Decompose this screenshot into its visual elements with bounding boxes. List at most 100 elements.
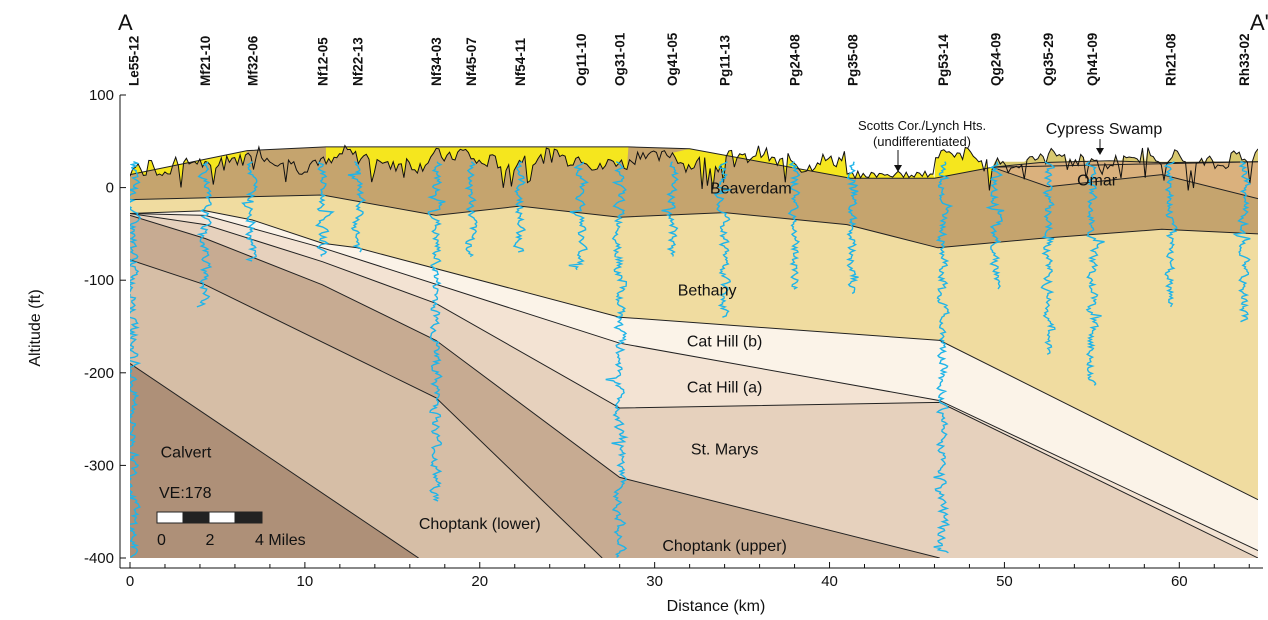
x-tick-label-20: 20 (471, 573, 488, 590)
section-label-right: A' (1250, 10, 1268, 35)
y-tick-label--200: -200 (84, 365, 114, 382)
unit-label-bethany: Bethany (678, 282, 737, 299)
unit-label-beaverdam: Beaverdam (710, 181, 792, 198)
scale-label-2: 2 (206, 532, 215, 549)
well-label-Pg11-13: Pg11-13 (718, 34, 733, 86)
x-axis-ticks: 0 10 20 30 40 50 60 (126, 562, 1250, 590)
gamma-log-Nf54-11 (512, 161, 527, 253)
gamma-log-Nf34-03 (427, 161, 446, 502)
gamma-log-Nf22-13 (347, 161, 367, 253)
well-label-Le55-12: Le55-12 (127, 36, 142, 86)
beaverdam-fill (130, 146, 1258, 248)
vertical-exaggeration-label: VE:178 (159, 485, 212, 502)
scale-bar (156, 511, 263, 524)
well-label-Mf21-10: Mf21-10 (198, 36, 213, 86)
well-label-Pg24-08: Pg24-08 (788, 34, 803, 86)
y-tick-label--300: -300 (84, 457, 114, 474)
calvert-contact (130, 363, 419, 558)
surficial-deposit-0 (130, 150, 248, 188)
gamma-log-Rh33-02 (1232, 161, 1252, 323)
y-tick-label--100: -100 (84, 272, 114, 289)
unit-label-cat-hill-a-: Cat Hill (a) (687, 380, 763, 397)
well-label-Nf12-05: Nf12-05 (315, 37, 330, 86)
gamma-log-Qh41-09 (1085, 161, 1105, 386)
x-tick-label-50: 50 (996, 573, 1013, 590)
cat-hill-a-fill (130, 213, 1258, 558)
gamma-log-Og11-10 (568, 161, 589, 271)
y-tick-label-100: 100 (89, 87, 114, 104)
annotation-scotts-line1: Scotts Cor./Lynch Hts. (858, 118, 986, 133)
annotation-scotts-line2: (undifferentiated) (873, 134, 971, 149)
st-marys-fill (130, 213, 1258, 558)
choptank-upper-fill (130, 215, 940, 558)
st-marys-base-contact (130, 214, 940, 558)
choptank-lower-fill (130, 259, 603, 558)
gamma-log-Og31-01 (605, 161, 629, 558)
land-surface-line (130, 144, 1258, 191)
unit-label-calvert: Calvert (161, 445, 212, 462)
well-label-Nf22-13: Nf22-13 (350, 37, 365, 86)
well-label-Og11-10: Og11-10 (574, 33, 589, 86)
gamma-log-Pg11-13 (713, 161, 732, 318)
well-labels: Le55-12 Mf21-10 Mf32-06 Nf12-05 Nf22-13 Nf34-… (127, 32, 1253, 86)
gamma-log-Og41-05 (661, 161, 679, 257)
annotation-cypress-arrowhead (1096, 148, 1104, 155)
well-label-Rh21-08: Rh21-08 (1164, 33, 1179, 86)
omar-fill (992, 160, 1258, 199)
gamma-log-Rh21-08 (1163, 161, 1178, 308)
unit-label-omar: Omar (1077, 172, 1118, 189)
well-label-Nf45-07: Nf45-07 (464, 37, 479, 86)
cat-hill-b-base-contact (130, 213, 1258, 552)
beaverdam-top-contact (130, 146, 1258, 179)
bethany-base-contact (130, 210, 1258, 501)
y-axis-title: Altitude (ft) (27, 289, 44, 366)
gamma-log-Mf21-10 (196, 161, 213, 308)
gamma-log-Qg24-09 (985, 161, 1005, 290)
gamma-log-Pg53-14 (933, 161, 954, 554)
annotation-scotts-arrowhead (894, 165, 902, 172)
gamma-log-Le55-12 (130, 161, 142, 558)
plot-frame (119, 95, 1263, 569)
section-label-left: A (118, 10, 133, 35)
x-tick-label-40: 40 (821, 573, 838, 590)
well-label-Nf54-11: Nf54-11 (513, 37, 528, 86)
unit-label-choptank-upper-: Choptank (upper) (662, 538, 787, 555)
gamma-log-Pg35-08 (846, 161, 859, 295)
bethany-fill (130, 195, 1258, 500)
well-label-Mf32-06: Mf32-06 (245, 35, 260, 86)
well-label-Qg35-29: Qg35-29 (1041, 33, 1056, 86)
geophysical-logs (130, 161, 1252, 558)
scale-label-0: 0 (157, 532, 166, 549)
choptank-base-contact (130, 259, 603, 558)
gamma-log-Pg24-08 (787, 161, 801, 290)
gamma-log-Mf32-06 (241, 161, 259, 262)
y-tick-label-0: 0 (106, 180, 114, 197)
well-label-Pg35-08: Pg35-08 (845, 34, 860, 86)
surficial-deposit-3 (934, 147, 993, 191)
x-tick-label-30: 30 (646, 573, 663, 590)
gamma-log-Nf45-07 (464, 161, 478, 258)
unit-label-choptank-lower-: Choptank (lower) (419, 516, 541, 533)
x-tick-label-0: 0 (126, 573, 134, 590)
well-label-Qg24-09: Qg24-09 (989, 33, 1004, 86)
well-label-Pg53-14: Pg53-14 (936, 34, 951, 86)
gamma-log-Qg35-29 (1040, 161, 1056, 355)
formation-layers (130, 144, 1258, 558)
y-tick-label--400: -400 (84, 550, 114, 567)
scale-label-4-miles: 4 Miles (255, 532, 306, 549)
gamma-log-Nf12-05 (315, 161, 335, 257)
x-tick-label-60: 60 (1171, 573, 1188, 590)
annotation-cypress: Cypress Swamp (1046, 121, 1163, 138)
unit-label-st-marys: St. Marys (691, 442, 759, 459)
well-label-Qh41-09: Qh41-09 (1085, 33, 1100, 86)
y-axis-ticks: 100 0 -100 -200 -300 -400 (84, 87, 126, 567)
well-label-Rh33-02: Rh33-02 (1237, 33, 1252, 86)
well-label-Nf34-03: Nf34-03 (429, 37, 444, 86)
x-tick-label-10: 10 (297, 573, 314, 590)
well-label-Og31-01: Og31-01 (613, 32, 628, 86)
well-label-Og41-05: Og41-05 (665, 32, 680, 86)
omar-top-contact (992, 160, 1258, 168)
